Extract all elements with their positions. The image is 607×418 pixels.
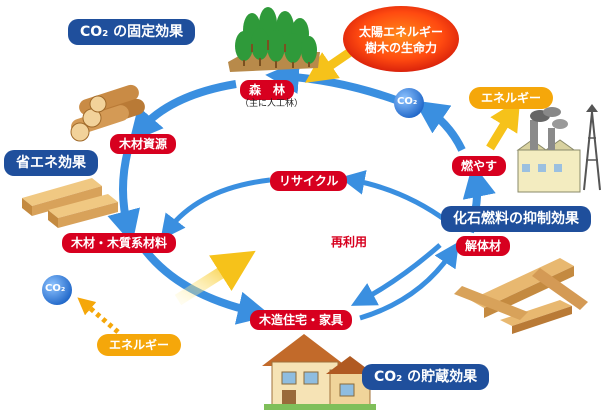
- node-recycle: リサイクル: [270, 171, 348, 191]
- logs-illustration: [70, 84, 145, 142]
- arrow-energy-saving-up: [174, 250, 256, 306]
- arrow-timber-to-materials: [107, 149, 140, 245]
- energy-label-bottom: エネルギー: [97, 334, 182, 356]
- arrow-energy-to-co2-left: [77, 297, 120, 334]
- arrow-burn-to-energy: [486, 98, 521, 151]
- energy-label-top: エネルギー: [469, 87, 554, 109]
- co2-bubble-top: [394, 88, 424, 118]
- arrow-demolition-to-recycle: [339, 170, 450, 225]
- title-energy-saving: 省エネ効果: [4, 150, 98, 176]
- demolition-timber-illustration: [454, 258, 588, 334]
- node-forest-note: （主に人工林）: [240, 99, 304, 109]
- lumber-illustration: [22, 178, 118, 228]
- title-co2-storage: CO₂ の貯蔵効果: [362, 364, 490, 390]
- node-reuse: 再利用: [331, 235, 368, 249]
- arrow-forest-to-timber: [129, 80, 237, 143]
- sun-shape: [343, 6, 459, 72]
- house-illustration: [262, 334, 376, 410]
- arrow-co2-to-forest: [265, 60, 398, 104]
- arrow-housing-to-demolition: [359, 241, 459, 321]
- node-wood-materials: 木材・木質系材料: [62, 233, 177, 253]
- title-co2-fixation: CO₂ の固定効果: [68, 19, 196, 45]
- co2-bubble-left: [42, 275, 72, 305]
- node-demolition-timber: 解体材: [456, 236, 511, 256]
- arrow-reuse-to-housing: [350, 243, 442, 306]
- node-housing-furniture: 木造住宅・家具: [250, 310, 353, 330]
- node-burn: 燃やす: [452, 156, 507, 176]
- co2-bubble-top-label: CO₂: [397, 96, 418, 107]
- sun-label: 太陽エネルギー 樹木の生命力: [356, 24, 446, 56]
- sun-label-line2: 樹木の生命力: [364, 41, 437, 56]
- node-forest: 森 林: [240, 80, 295, 100]
- arrow-recycle-to-materials: [160, 177, 271, 240]
- title-fossil-fuel-suppression: 化石燃料の抑制効果: [441, 206, 591, 232]
- arrow-burn-to-co2: [414, 100, 466, 152]
- factory-illustration: [516, 104, 601, 193]
- node-timber-resource: 木材資源: [110, 134, 177, 154]
- forest-trees-illustration: [228, 7, 320, 72]
- co2-bubble-left-label: CO₂: [45, 283, 66, 294]
- sun-label-line1: 太陽エネルギー: [358, 25, 443, 39]
